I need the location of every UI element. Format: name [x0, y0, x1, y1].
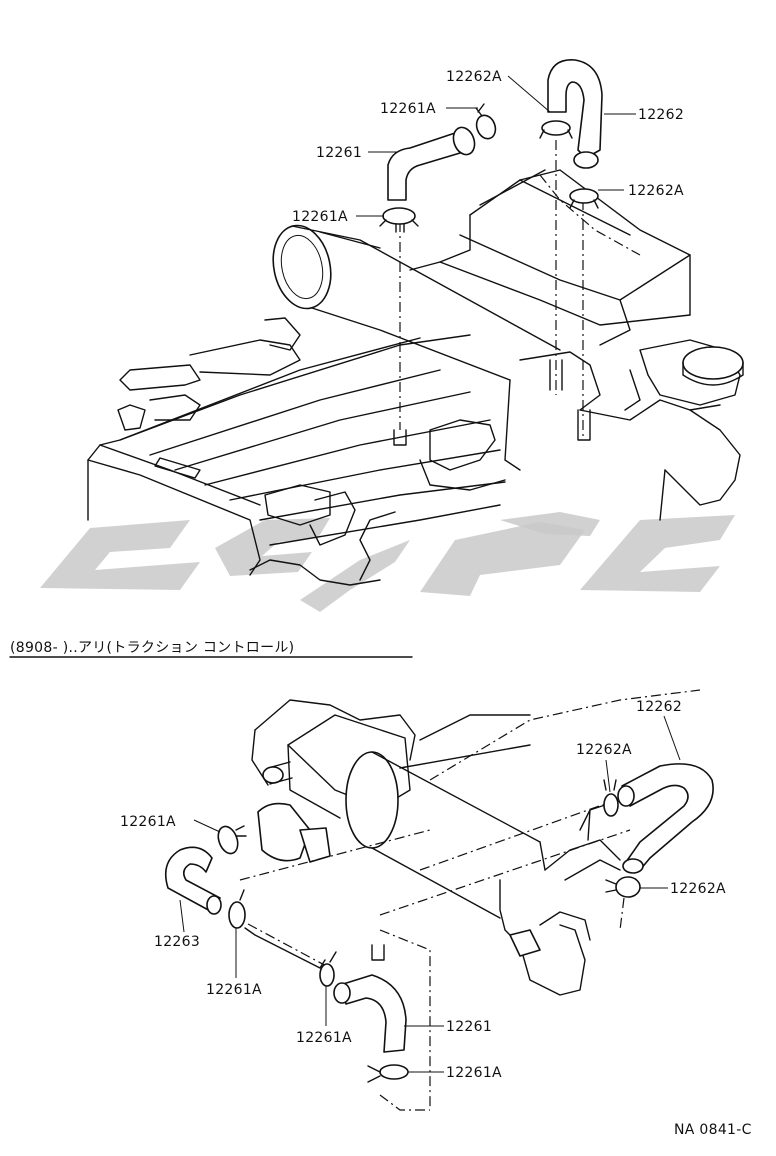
clamp-bottom-4	[228, 889, 246, 929]
bottom-leaders	[179, 715, 681, 1073]
clamp-top-2	[379, 207, 419, 233]
label-12261A-top-2: 12261A	[292, 209, 348, 225]
label-12261A-bottom-2: 12261A	[206, 982, 262, 998]
clamp-top-4	[569, 188, 599, 209]
hose-12262-top	[547, 59, 603, 169]
top-engine-assembly	[87, 140, 744, 586]
watermark-logo	[40, 512, 735, 612]
bottom-engine-assembly	[239, 689, 701, 1111]
top-leaders	[356, 75, 636, 217]
label-12261A-bottom-3: 12261A	[296, 1030, 352, 1046]
label-12262A-bottom-2: 12262A	[670, 881, 726, 897]
clamp-bottom-2	[605, 876, 641, 898]
clamp-bottom-6	[367, 1064, 409, 1083]
clamp-top-1	[475, 103, 497, 140]
label-12261-top: 12261	[316, 145, 362, 161]
clamp-bottom-5	[319, 951, 337, 987]
label-12262A-bottom-1: 12262A	[576, 742, 632, 758]
label-12262A-top-1: 12262A	[446, 69, 502, 85]
clamp-top-3	[539, 120, 573, 139]
hose-12261-bottom	[333, 974, 407, 1053]
figure-code: NA 0841-C	[674, 1122, 752, 1138]
clamp-bottom-3	[217, 825, 247, 855]
label-12263: 12263	[154, 934, 200, 950]
hose-12262-bottom	[617, 763, 714, 874]
hose-12263	[164, 846, 222, 915]
label-12262A-top-2: 12262A	[628, 183, 684, 199]
label-12261A-bottom-4: 12261A	[446, 1065, 502, 1081]
clamp-bottom-1	[603, 779, 619, 817]
label-12262-bottom: 12262	[636, 699, 682, 715]
label-12262-top: 12262	[638, 107, 684, 123]
label-12261A-top-1: 12261A	[380, 101, 436, 117]
label-12261A-bottom-1: 12261A	[120, 814, 176, 830]
hose-12261-top	[387, 126, 476, 201]
label-12261-bottom: 12261	[446, 1019, 492, 1035]
applicability-note: (8908- )..アリ(トラクション コントロール)	[10, 640, 294, 656]
